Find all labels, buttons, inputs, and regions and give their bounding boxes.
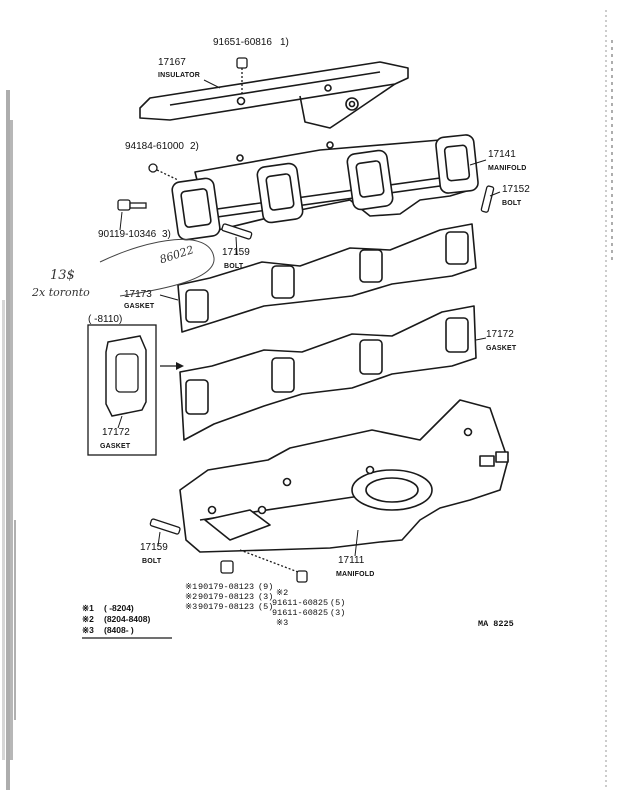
bolt-right-shape [480,185,495,213]
gasket-upper-shape [177,223,477,333]
bolt-mid-label: BOLT [224,263,244,270]
inset-range: ( -8110) [88,314,123,325]
inset-label: GASKET [100,443,131,450]
legend-range: (8408- ) [104,625,134,635]
manifold-upper-part-number: 17141 [488,149,516,160]
legend-mark: ※2 [82,614,94,624]
nut-list-right-qty: (5) [330,598,346,608]
insulator-part-number: 17167 [158,57,186,68]
leader-lines [117,79,501,557]
handwriting-price: 13$ [50,268,75,283]
nut-list-left-qty: (9) [258,582,274,592]
nut-list-left-mark: ※3 [185,602,198,612]
manifold-lower-part-number: 17111 [338,555,365,566]
nut-list-right-mark: ※2 [276,588,289,598]
scan-edge-left [2,90,16,790]
manifold-lower-label: MANIFOLD [336,571,375,578]
nut-list-right-mark: ※3 [276,618,289,628]
legend-mark: ※1 [82,603,94,613]
nut-top-part-number: 91651-60816 [213,37,272,48]
bolt-left-part-number: 90119-10346 [98,229,157,240]
gasket-lower-label: GASKET [486,345,517,352]
nut-list-right-number: 91611-60825 [272,598,329,608]
manifold-lower-shape [179,399,509,553]
handwriting-marks [99,238,215,297]
legend-range: ( -8204) [104,603,134,613]
nut-list-left-qty: (5) [258,602,274,612]
gasket-lower-part-number: 17172 [486,329,514,340]
stud-part-number: 94184-61000 [125,141,184,152]
nut-list-right-number: 91611-60825 [272,608,329,618]
nut-list-left-number: 90179-08123 [198,582,255,592]
insulator-label: INSULATOR [158,72,200,79]
manifold-upper-shape [171,134,479,241]
insulator-shape [139,61,409,129]
nut-list-left-number: 90179-08123 [198,602,255,612]
bolt-left-shape [117,199,147,211]
gasket-upper-label: GASKET [124,303,155,310]
nut-lower-shape [220,549,308,583]
bolt-mid-part-number: 17159 [222,247,250,258]
nut-list-left-mark: ※2 [185,592,198,602]
scan-edge-right [605,10,613,790]
bolt-right-part-number: 17152 [502,184,530,195]
gasket-lower-shape [179,305,477,441]
nut-list-left-qty: (3) [258,592,274,602]
gasket-upper-part-number: 17173 [124,289,152,300]
diagram-code: MA 8225 [478,619,514,629]
legend-mark: ※3 [82,625,94,635]
nut-list-left-mark: ※1 [185,582,198,592]
inset-part-number: 17172 [102,427,130,438]
nut-top-ref: 1) [280,37,289,48]
stud-ref: 2) [190,141,199,152]
bolt-lower-part-number: 17159 [140,542,168,553]
bolt-lower-shape [149,518,181,535]
nut-list-right-qty: (3) [330,608,346,618]
bolt-mid-shape [221,223,253,240]
handwriting-note: 2x toronto [32,286,90,299]
nut-list-left-number: 90179-08123 [198,592,255,602]
bolt-left-ref: 3) [162,229,171,240]
manifold-upper-label: MANIFOLD [488,165,527,172]
bolt-lower-label: BOLT [142,558,162,565]
stud-shape [148,163,179,181]
inset-box [87,324,184,456]
bolt-right-label: BOLT [502,200,522,207]
legend-range: (8204-8408) [104,614,151,624]
nut-top-shape [236,57,248,96]
